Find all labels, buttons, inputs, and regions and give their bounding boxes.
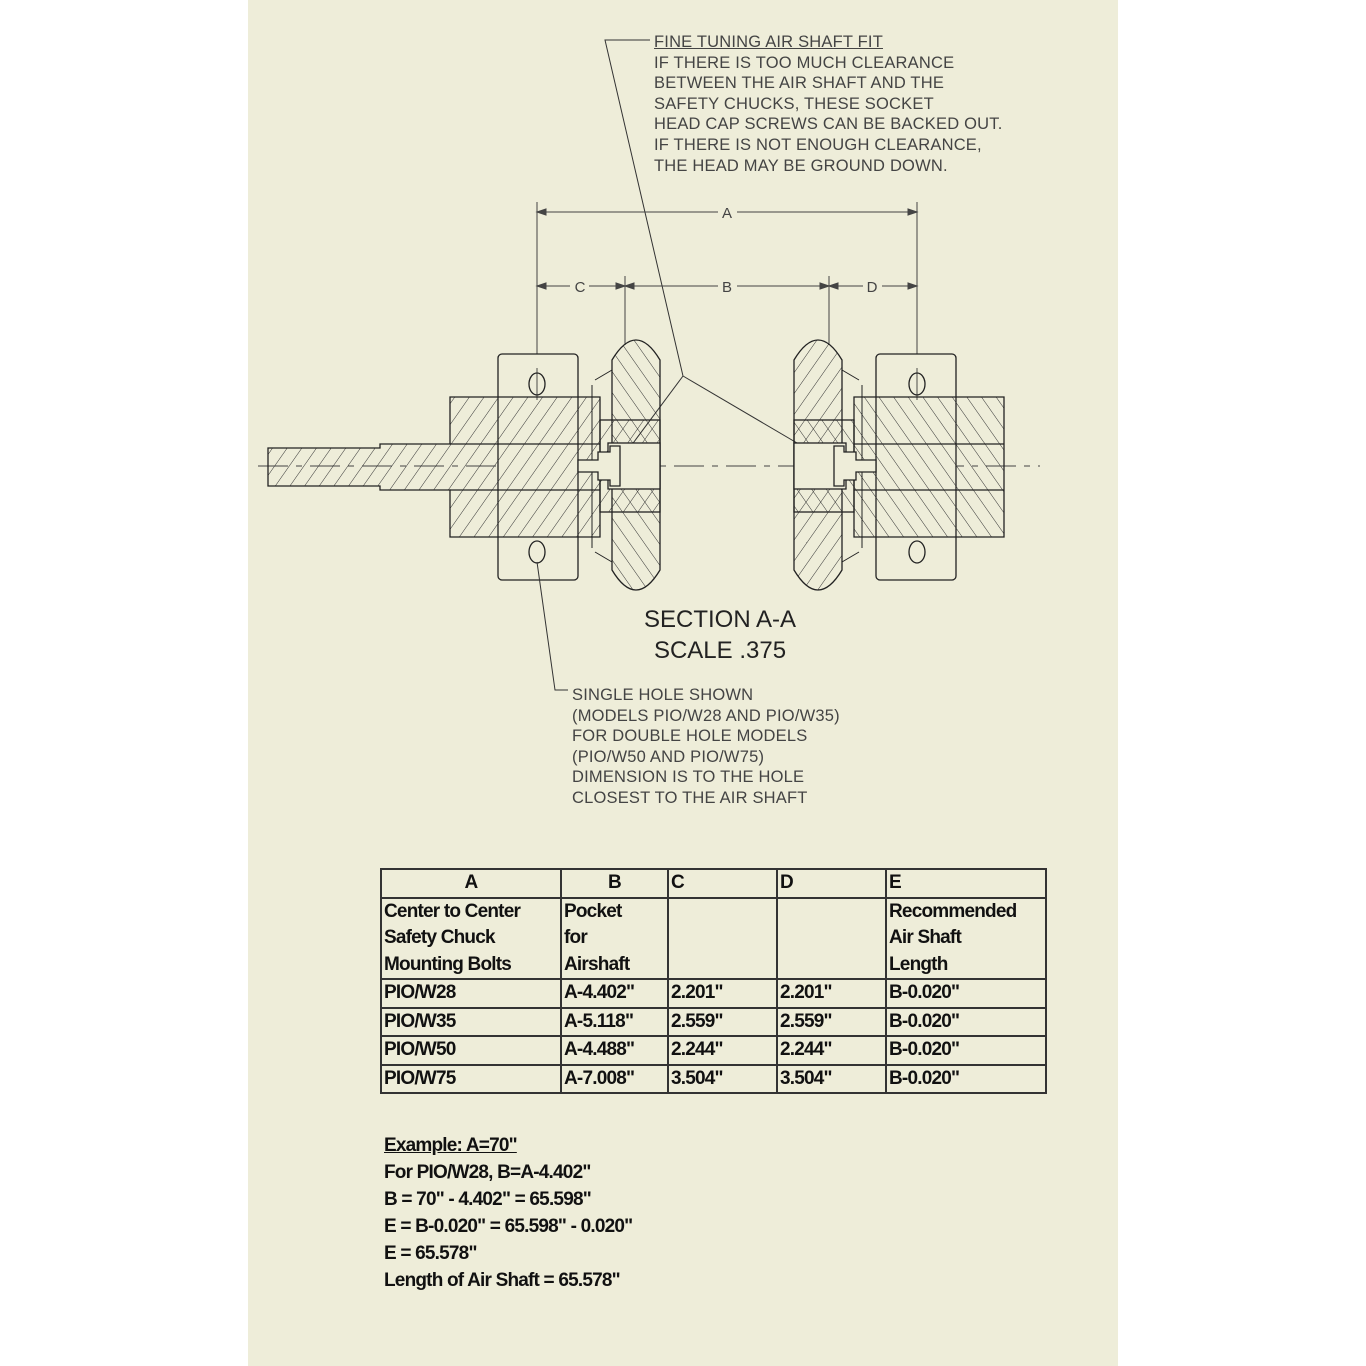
- table-cell: 2.201": [667, 978, 778, 1009]
- dimension-lines: [535, 202, 919, 372]
- section-label: SECTION A-A SCALE .375: [600, 604, 840, 666]
- table-cell: B-0.020": [885, 1006, 1047, 1037]
- left-safety-chuck: [267, 339, 661, 591]
- table-description-row: Center to Center Safety Chuck Mounting B…: [380, 896, 1047, 980]
- note-line: FOR DOUBLE HOLE MODELS: [572, 727, 808, 746]
- example-line: For PIO/W28, B=A-4.402": [384, 1162, 591, 1183]
- table-cell: B-0.020": [885, 978, 1047, 1009]
- note-line: IF THERE IS NOT ENOUGH CLEARANCE,: [654, 135, 982, 154]
- description-cell: [667, 896, 778, 980]
- table-cell: 3.504": [776, 1063, 887, 1094]
- single-hole-note: SINGLE HOLE SHOWN (MODELS PIO/W28 AND PIO…: [572, 685, 840, 809]
- note-line: DIMENSION IS TO THE HOLE: [572, 768, 805, 787]
- section-title: SECTION A-A: [643, 606, 797, 633]
- table-cell: PIO/W75: [380, 1063, 562, 1094]
- header-b: B: [560, 868, 669, 899]
- header-d: D: [776, 868, 887, 899]
- hole-note-leader: [536, 561, 568, 691]
- header-a: A: [380, 868, 562, 899]
- note-line: CLOSEST TO THE AIR SHAFT: [572, 788, 808, 807]
- example-line: E = B-0.020" = 65.598" - 0.020": [384, 1216, 633, 1237]
- table-cell: A-4.402": [560, 978, 669, 1009]
- table-cell: 2.244": [776, 1035, 887, 1066]
- description-cell: [776, 896, 887, 980]
- example-line: B = 70" - 4.402" = 65.598": [384, 1189, 592, 1210]
- note-line: BETWEEN THE AIR SHAFT AND THE: [654, 74, 945, 93]
- table-cell: PIO/W35: [380, 1006, 562, 1037]
- note-line: SINGLE HOLE SHOWN: [572, 686, 754, 704]
- fine-tuning-note: FINE TUNING AIR SHAFT FIT IF THERE IS TOO…: [654, 32, 1002, 176]
- table-cell: A-5.118": [560, 1006, 669, 1037]
- note-line: SAFETY CHUCKS, THESE SOCKET: [654, 94, 934, 113]
- table-cell: 2.559": [667, 1006, 778, 1037]
- header-e: E: [885, 868, 1047, 899]
- table-cell: B-0.020": [885, 1063, 1047, 1094]
- example-heading: Example: A=70": [384, 1135, 518, 1156]
- example-line: Length of Air Shaft = 65.578": [384, 1270, 621, 1291]
- note-line: HEAD CAP SCREWS CAN BE BACKED OUT.: [654, 115, 1003, 134]
- table-header-row: A B C D E: [380, 868, 1047, 899]
- dimension-table: A B C D E Center to Center Safety Chuck …: [380, 868, 1047, 1094]
- dimension-label-b: B: [722, 279, 732, 296]
- example-line: E = 65.578": [384, 1243, 477, 1264]
- table-cell: 2.559": [776, 1006, 887, 1037]
- header-c: C: [667, 868, 778, 899]
- right-safety-chuck: [793, 339, 1005, 591]
- description-cell: Recommended Air Shaft Length: [885, 896, 1047, 980]
- description-cell: Pocket for Airshaft: [560, 896, 669, 980]
- table-cell: 2.244": [667, 1035, 778, 1066]
- table-cell: A-7.008": [560, 1063, 669, 1094]
- note-heading: FINE TUNING AIR SHAFT FIT: [654, 33, 883, 51]
- drawing-sheet: [248, 0, 1118, 1366]
- note-line: THE HEAD MAY BE GROUND DOWN.: [654, 156, 948, 175]
- table-cell: 3.504": [667, 1063, 778, 1094]
- table-cell: PIO/W50: [380, 1035, 562, 1066]
- note-line: (MODELS PIO/W28 AND PIO/W35): [572, 706, 840, 725]
- dimension-label-c: C: [575, 279, 586, 296]
- mounting-hole-icon: [908, 540, 926, 564]
- table-cell: B-0.020": [885, 1035, 1047, 1066]
- description-cell: Center to Center Safety Chuck Mounting B…: [380, 896, 562, 980]
- note-line: IF THERE IS TOO MUCH CLEARANCE: [654, 53, 955, 72]
- table-cell: A-4.488": [560, 1035, 669, 1066]
- dimension-label-a: A: [722, 205, 732, 222]
- note-line: (PIO/W50 AND PIO/W75): [572, 747, 765, 766]
- dimension-label-d: D: [867, 279, 878, 296]
- section-scale: SCALE .375: [653, 637, 787, 664]
- table-cell: 2.201": [776, 978, 887, 1009]
- table-cell: PIO/W28: [380, 978, 562, 1009]
- example-calculation: Example: A=70" For PIO/W28, B=A-4.402" B =…: [384, 1132, 633, 1294]
